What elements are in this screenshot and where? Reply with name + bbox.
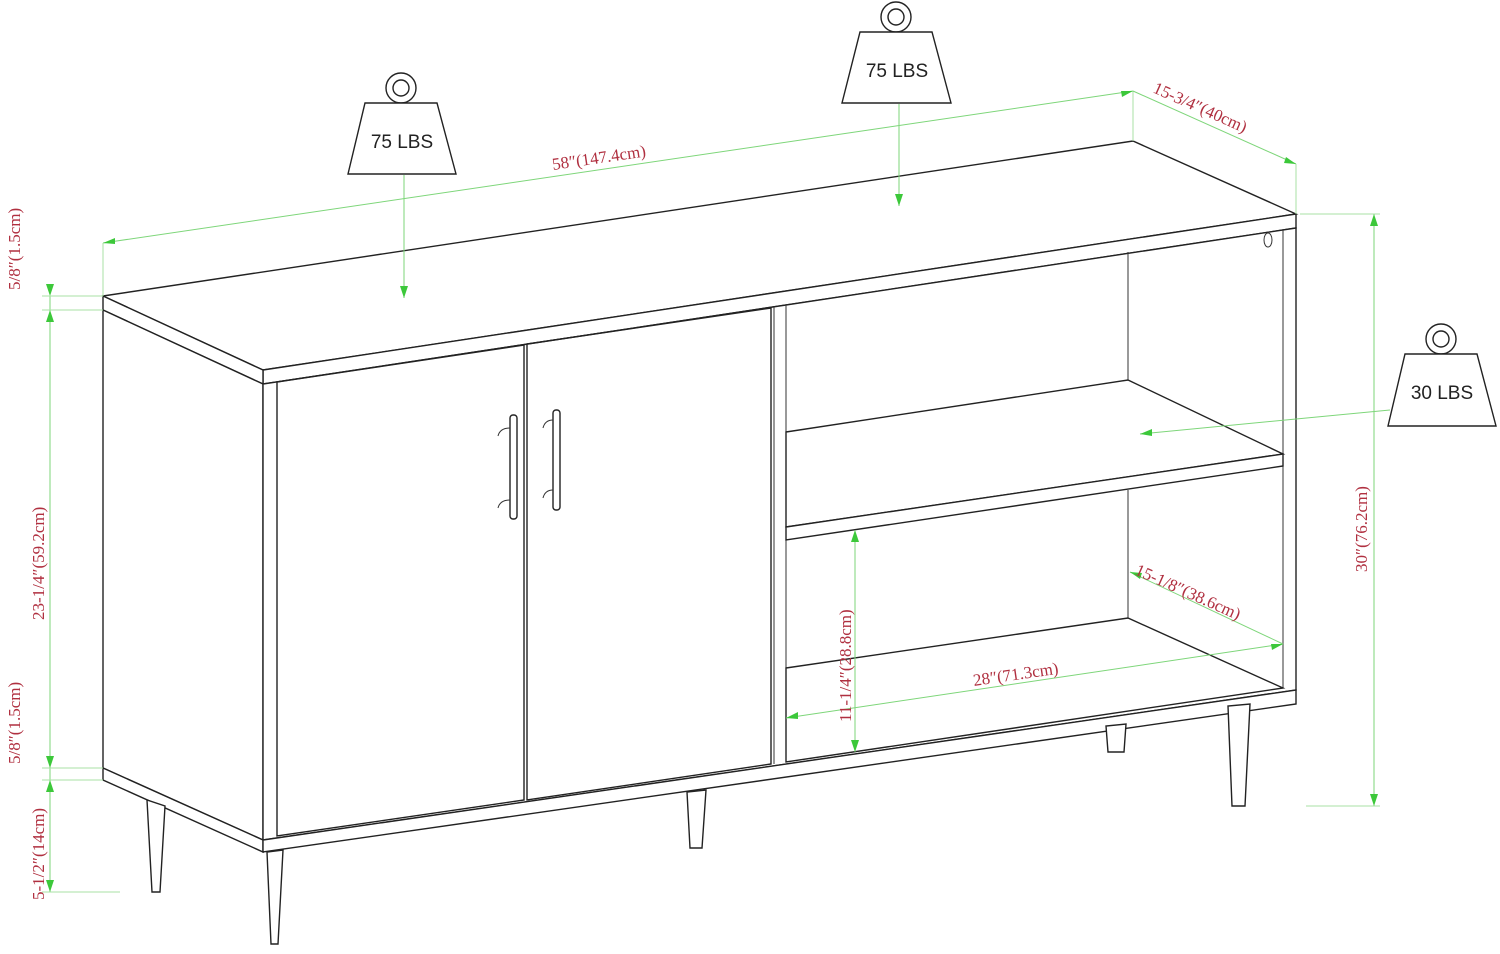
right-door[interactable]	[526, 307, 772, 801]
weight-label: 30 LBS	[1411, 383, 1473, 404]
weight-label: 75 LBS	[371, 132, 433, 153]
depth-label: 15-3/4″(40cm)	[1150, 78, 1250, 136]
shelf-opening-height-label: 11-1/4″(28.8cm)	[836, 609, 855, 722]
bottom-shelf	[785, 617, 1286, 763]
right-door-handle[interactable]	[542, 409, 561, 511]
total-height-label: 30″(76.2cm)	[1352, 486, 1371, 572]
left-door-handle[interactable]	[497, 414, 518, 520]
weight-icon-top-center: 75 LBS	[841, 1, 952, 104]
bottom-thickness-label: 5/8″(1.5cm)	[5, 682, 24, 764]
weight-icon-shelf: 30 LBS	[1387, 323, 1497, 427]
leg-front-left	[266, 849, 284, 945]
left-side-panel	[102, 308, 264, 842]
left-door[interactable]	[276, 344, 525, 837]
leg-front-right	[1227, 703, 1251, 807]
leg-back-right	[1105, 723, 1127, 753]
weight-label: 75 LBS	[866, 61, 928, 82]
weight-icon-top-left: 75 LBS	[347, 72, 457, 175]
top-thickness-label: 5/8″(1.5cm)	[5, 208, 24, 290]
dimension-lines	[42, 90, 1391, 893]
leg-back-left	[146, 799, 166, 893]
bottom-front-edge	[262, 689, 1297, 853]
leg-height-label: 5-1/2″(14cm)	[29, 808, 48, 900]
sideboard-drawing	[100, 140, 1299, 945]
leg-front-mid	[686, 789, 707, 849]
width-label: 58″(147.4cm)	[551, 142, 647, 174]
body-height-label: 23-1/4″(59.2cm)	[29, 507, 48, 620]
